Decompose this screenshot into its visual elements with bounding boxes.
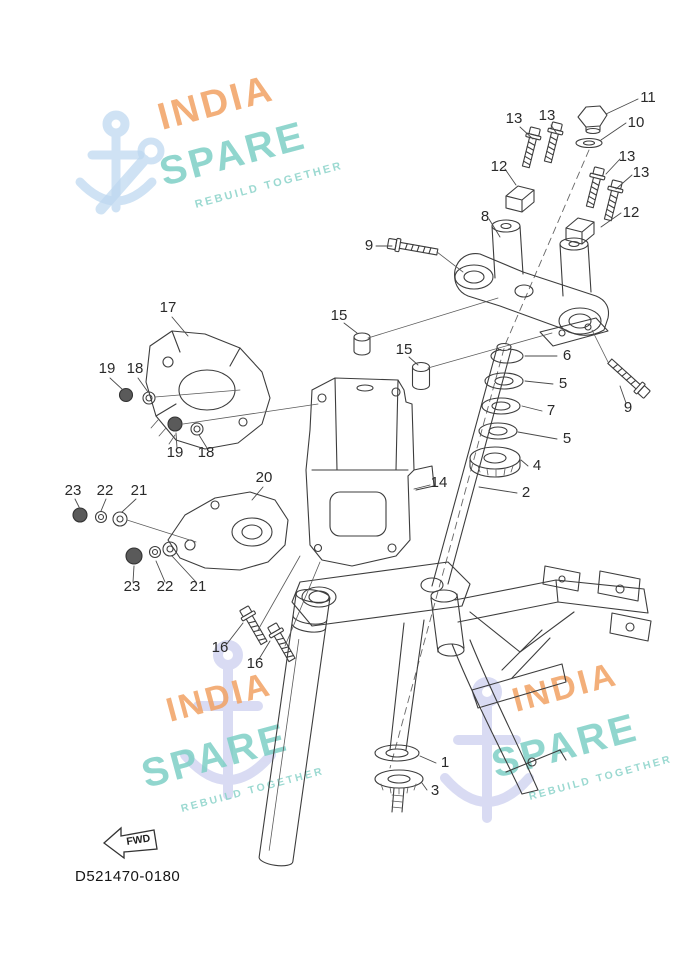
part-callout: 15 (331, 307, 348, 324)
part-callout: 1 (441, 754, 449, 771)
part-callout: 19 (167, 444, 184, 461)
part-callout: 13 (633, 164, 650, 181)
part-callout: 9 (624, 399, 632, 416)
part-callout: 9 (365, 237, 373, 254)
part-callout: 5 (559, 375, 567, 392)
assembly-axis-line (389, 149, 590, 769)
main-bracket-drawing (305, 377, 435, 567)
part-callout: 10 (628, 114, 645, 131)
fwd-arrow: FWD (102, 826, 158, 860)
assembly-reference-lines (126, 251, 609, 647)
part-callout: 4 (533, 457, 541, 474)
watermark-brand: INDIA (508, 655, 622, 720)
part-callout: 23 (124, 578, 141, 595)
part-callout: 14 (431, 474, 448, 491)
part-callout: 2 (522, 484, 530, 501)
part-callout: 16 (212, 639, 229, 656)
damper-drawing (353, 332, 431, 391)
part-callout: 15 (396, 341, 413, 358)
wrench-icon (95, 137, 165, 215)
steering-cap-bolt-drawing (575, 105, 608, 149)
part-callout: 17 (160, 299, 177, 316)
part-callout: 5 (563, 430, 571, 447)
part-callout: 21 (190, 578, 207, 595)
watermark-bottom-right: INDIA SPARE REBUILD TOGETHER (440, 655, 673, 823)
steering-stem-drawing (291, 342, 512, 813)
diagram-code: D521470-0180 (75, 868, 180, 885)
part-callout: 6 (563, 347, 571, 364)
part-callout: 19 (99, 360, 116, 377)
part-callout: 12 (623, 204, 640, 221)
part-callout: 23 (65, 482, 82, 499)
part-callout: 22 (97, 482, 114, 499)
part-callout: 13 (506, 110, 523, 127)
part-callout: 16 (247, 655, 264, 672)
part-callout: 12 (491, 158, 508, 175)
pivot-washers-drawing (72, 507, 178, 565)
leader-lines (74, 98, 639, 791)
frame-drawing (430, 565, 652, 795)
part-callout: 18 (127, 360, 144, 377)
part-callout: 7 (547, 402, 555, 419)
part-callout: 22 (157, 578, 174, 595)
watermark-bottom-left: INDIA SPARE REBUILD TOGETHER (137, 640, 325, 815)
fork-tube-drawing (258, 589, 331, 867)
handlebar-holder-lowers-drawing (505, 185, 595, 245)
bearing-stack-drawing (469, 348, 524, 478)
part-callout: 20 (256, 469, 273, 486)
watermark-brand: INDIA (162, 665, 276, 730)
part-callout: 13 (619, 148, 636, 165)
part-callout: 13 (539, 107, 556, 124)
upper-triple-clamp-drawing (454, 219, 610, 347)
watermark-top-left: INDIA SPARE REBUILD TOGETHER (75, 67, 344, 215)
part-callout: 11 (640, 89, 656, 106)
lower-bracket-drawing (167, 491, 289, 571)
pinch-bolts-drawing (386, 236, 652, 401)
anchor-icon (180, 640, 276, 800)
part-callouts: 11 10 13 13 12 13 13 12 8 9 17 15 15 6 5… (65, 89, 656, 799)
part-callout: 8 (481, 208, 489, 225)
part-callout: 3 (431, 782, 439, 799)
stay-fasteners-drawing (118, 387, 204, 436)
headlight-stay-drawing (145, 330, 271, 450)
drawing-layer (72, 98, 652, 867)
lower-bearing-drawing (374, 744, 424, 795)
fwd-arrow-shape (102, 826, 158, 860)
part-callout: 18 (198, 444, 215, 461)
fwd-label: FWD (126, 832, 152, 848)
part-callout: 21 (131, 482, 148, 499)
